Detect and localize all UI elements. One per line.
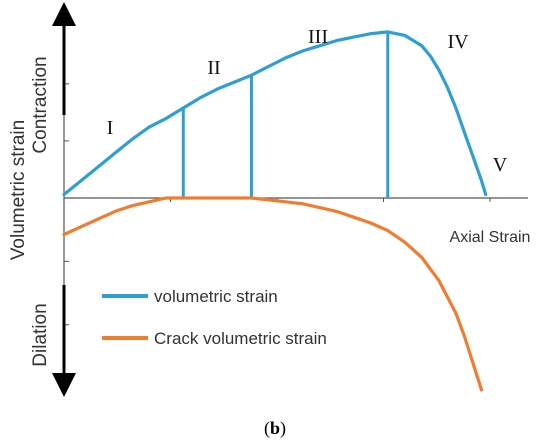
stage-label-v: V: [493, 154, 508, 176]
contraction-label: Contraction: [30, 56, 51, 153]
volumetric-strain-line: [62, 30, 488, 197]
stage-label-ii: II: [207, 57, 220, 79]
stage-lines: [181, 31, 390, 198]
legend-label-crack: Crack volumetric strain: [154, 329, 327, 348]
dilation-label: Dilation: [30, 303, 51, 366]
figure-caption: (b): [264, 418, 286, 439]
stage-label-i: I: [107, 117, 114, 139]
stage-label-iii: III: [308, 26, 328, 48]
series-layer: [62, 30, 488, 392]
caption-close: ): [280, 418, 286, 439]
y-axis-label: Volumetric strain: [8, 120, 29, 260]
stage-label-iv: IV: [447, 31, 469, 53]
legend: volumetric strain Crack volumetric strai…: [102, 287, 327, 348]
x-axis-label: Axial Strain: [450, 229, 531, 246]
crack-volumetric-strain-line: [62, 196, 484, 392]
caption-letter: b: [270, 418, 280, 438]
legend-label-volumetric: volumetric strain: [154, 287, 278, 306]
caption-open: (: [264, 418, 270, 439]
